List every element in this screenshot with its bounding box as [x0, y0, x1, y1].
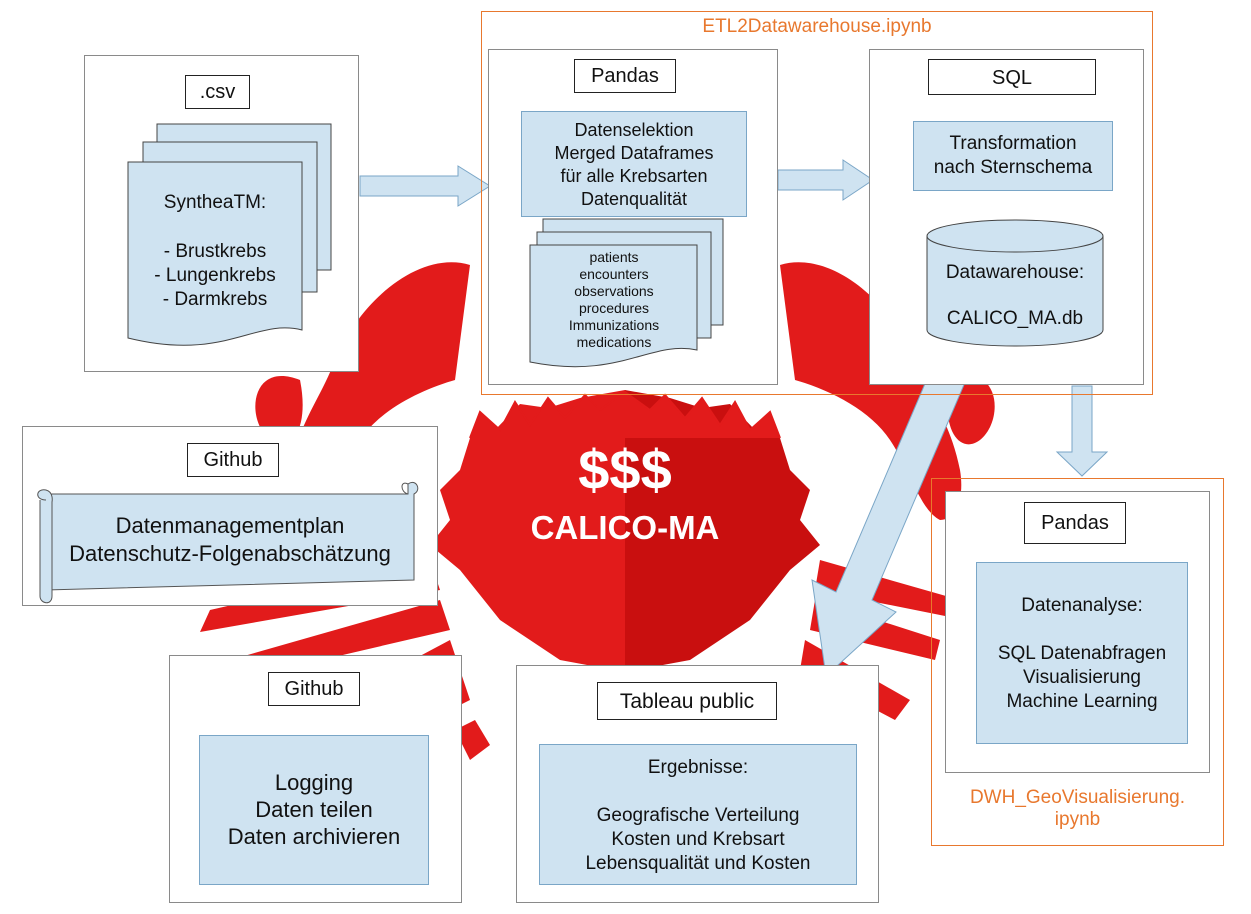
analysis-list: SQL Datenabfragen Visualisierung Machine… [997, 643, 1167, 712]
arrow-pandas-to-sql [777, 159, 874, 201]
github-sharing-label: Github [268, 672, 360, 706]
pandas-etl-label: Pandas [574, 59, 676, 93]
csv-label: .csv [185, 75, 250, 109]
transform-box: Transformation nach Sternschema [913, 121, 1113, 191]
crab-name: CALICO-MA [530, 509, 720, 546]
pandas-analysis-label: Pandas [1024, 502, 1126, 544]
results-list: Geografische Verteilung Kosten und Krebs… [585, 805, 811, 874]
etl-notebook-caption: ETL2Datawarehouse.ipynb [702, 16, 932, 37]
sharing-box: Logging Daten teilen Daten archivieren [199, 735, 429, 885]
arrow-sql-to-dwh [1055, 385, 1109, 477]
results-title: Ergebnisse: [647, 757, 749, 778]
pandas-steps-box: Datenselektion Merged Dataframes für all… [521, 111, 747, 217]
synthea-title: SyntheaTM: [163, 192, 267, 213]
tableau-label: Tableau public [597, 682, 777, 720]
results-box [539, 744, 857, 885]
arrow-csv-to-pandas [359, 165, 491, 207]
etl-notebook-frame [481, 11, 1153, 395]
github-docs-label: Github [187, 443, 279, 477]
db-title: Datawarehouse: [945, 262, 1085, 283]
sql-label: SQL [928, 59, 1096, 95]
dwh-notebook-caption: DWH_GeoVisualisierung. ipynb [969, 787, 1186, 830]
tables-list: patients encounters observations procedu… [568, 249, 660, 350]
analysis-box [976, 562, 1188, 744]
db-name: CALICO_MA.db [946, 308, 1084, 329]
scroll-text: Datenmanagementplan Datenschutz-Folgenab… [69, 513, 391, 566]
crab-symbol: $$$ [578, 438, 672, 501]
analysis-title: Datenanalyse: [1021, 595, 1143, 616]
dwh-notebook-frame [931, 478, 1224, 846]
synthea-cancer-list: - Brustkrebs - Lungenkrebs - Darmkrebs [154, 241, 276, 310]
